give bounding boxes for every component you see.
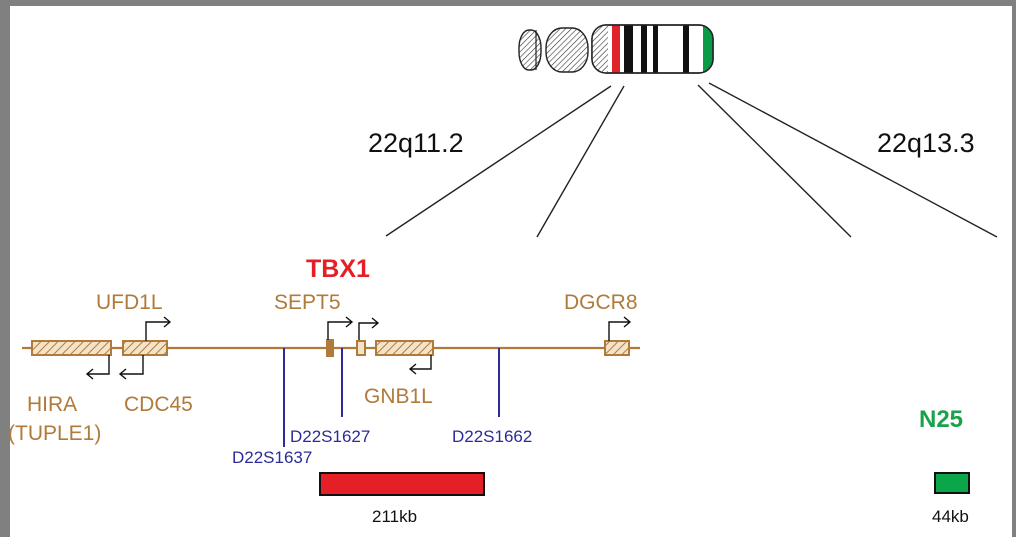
probe-size-44kb: 44kb bbox=[932, 507, 969, 526]
gene-box-sept5 bbox=[327, 340, 333, 356]
gene-label-hira: HIRA bbox=[27, 393, 77, 416]
probe-label-n25: N25 bbox=[919, 406, 963, 433]
arrow-gnb1l bbox=[410, 355, 431, 374]
probe-size-211kb: 211kb bbox=[372, 507, 417, 526]
chromosome-p-arm bbox=[519, 28, 588, 72]
gene-box-hira bbox=[32, 341, 111, 355]
marker-label-d22s1662: D22S1662 bbox=[452, 427, 532, 446]
region-label-22q13-3: 22q13.3 bbox=[877, 128, 975, 158]
arrow-cdc45 bbox=[120, 355, 143, 379]
centromere-band bbox=[612, 25, 620, 73]
zoom-line bbox=[537, 86, 624, 237]
arrow-ufd1l bbox=[146, 317, 170, 341]
chromosome-q-arm bbox=[592, 25, 715, 73]
zoom-line bbox=[709, 83, 997, 237]
arrow-sept5 bbox=[328, 317, 352, 340]
chromosome-22-ideogram bbox=[519, 25, 715, 73]
marker-label-d22s1637: D22S1637 bbox=[232, 448, 312, 467]
gene-box-tbx1 bbox=[357, 341, 365, 355]
gene-box-gnb1l bbox=[376, 341, 433, 355]
zoom-line bbox=[698, 85, 851, 237]
arrow-tbx1 bbox=[359, 318, 378, 340]
gene-label-tbx1: TBX1 bbox=[306, 255, 370, 283]
gene-label-gnb1l: GNB1L bbox=[364, 385, 433, 408]
zoom-line bbox=[386, 86, 611, 236]
gene-box-dgcr8 bbox=[605, 341, 629, 355]
arrow-hira bbox=[87, 355, 109, 379]
gene-label-ufd1l: UFD1L bbox=[96, 291, 163, 314]
gene-box-ufd1l-cdc45 bbox=[123, 341, 167, 355]
gene-label-tuple1: (TUPLE1) bbox=[8, 422, 101, 445]
gene-label-dgcr8: DGCR8 bbox=[564, 291, 638, 314]
gene-label-sept5: SEPT5 bbox=[274, 291, 341, 314]
region-label-22q11-2: 22q11.2 bbox=[368, 128, 464, 158]
tbx1-probe-bar bbox=[320, 473, 484, 495]
n25-probe-bar bbox=[935, 473, 969, 493]
gene-label-cdc45: CDC45 bbox=[124, 393, 193, 416]
arrow-dgcr8 bbox=[609, 317, 630, 341]
marker-label-d22s1627: D22S1627 bbox=[290, 427, 370, 446]
zoom-lines bbox=[386, 83, 997, 237]
